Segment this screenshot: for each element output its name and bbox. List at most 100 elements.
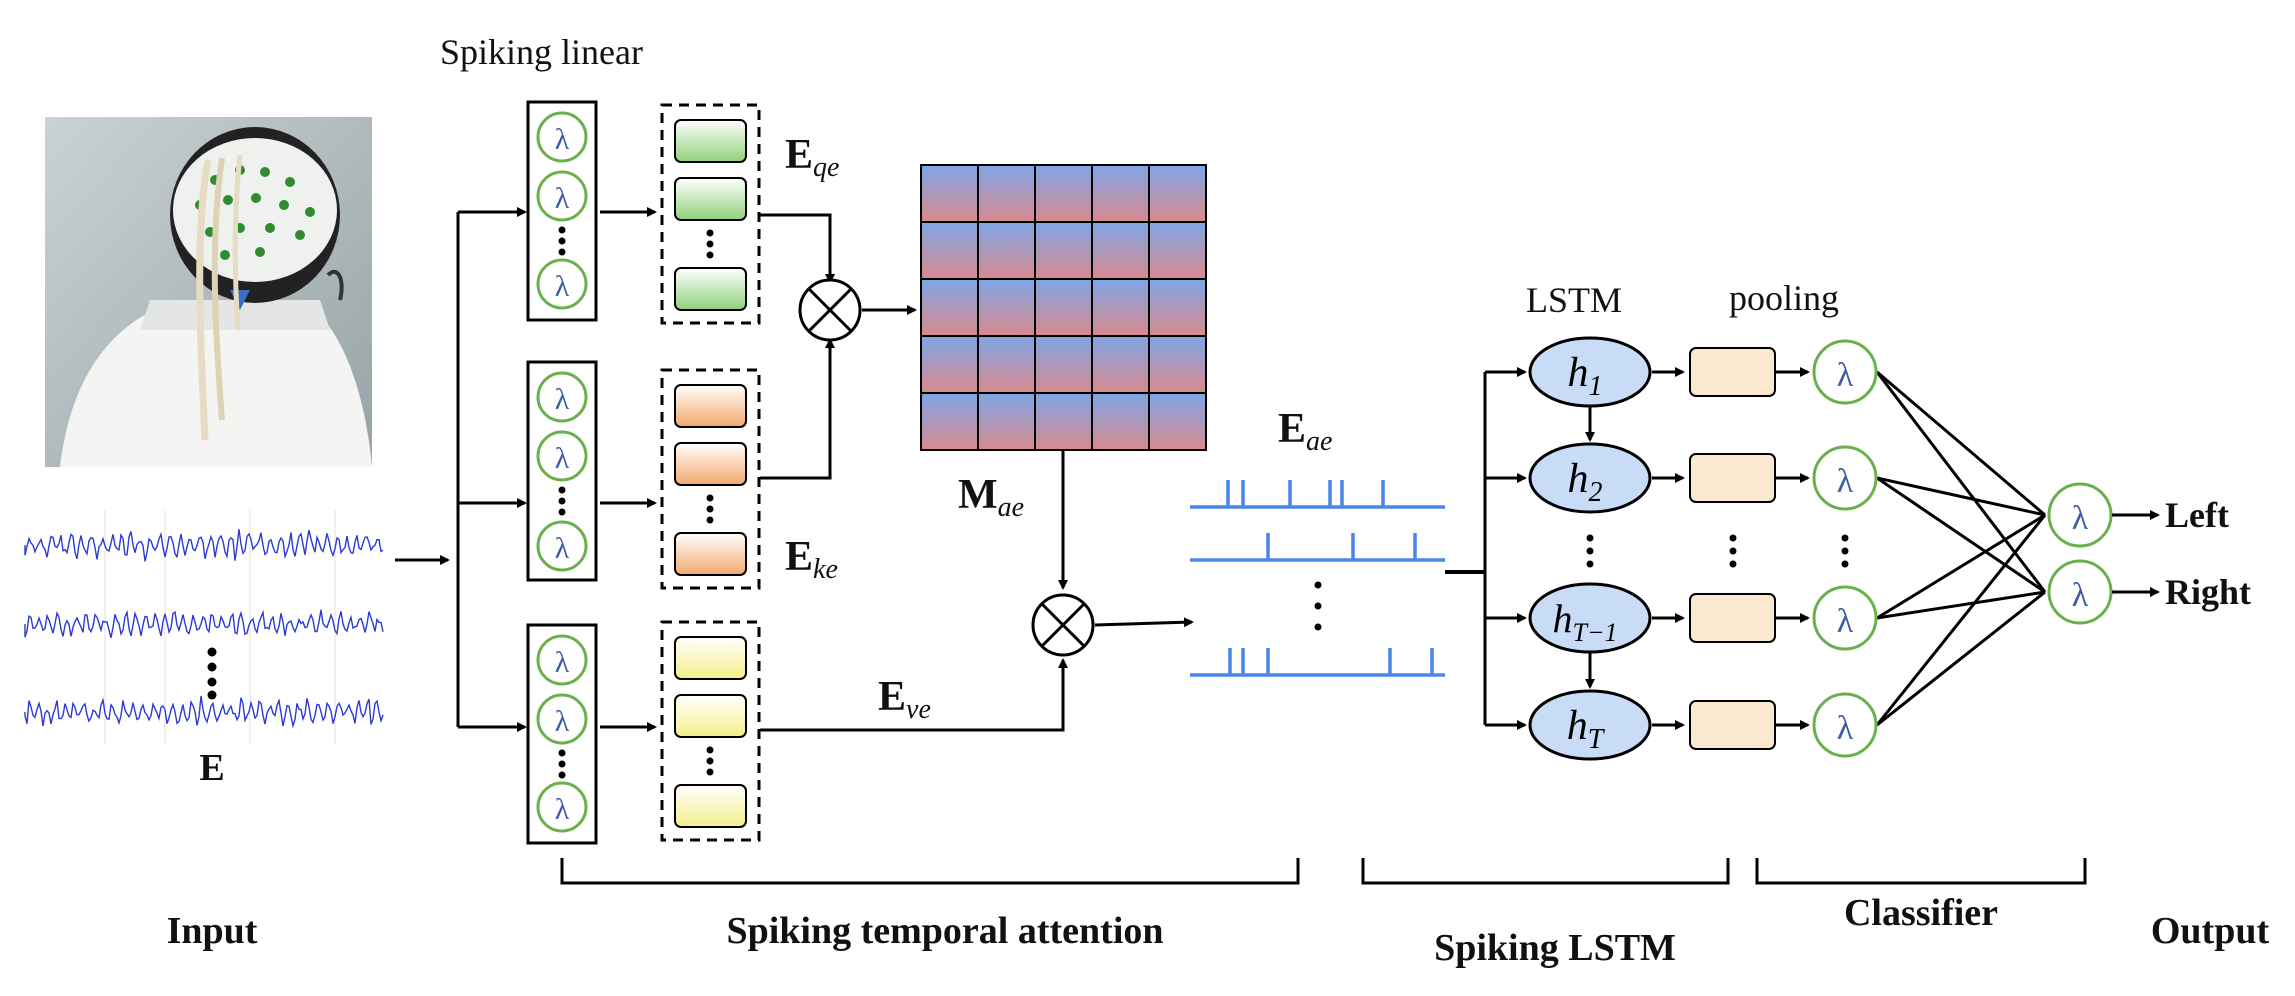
section-classifier: Classifier: [1844, 892, 1998, 934]
matrix-cell: [1034, 278, 1093, 337]
section-attention: Spiking temporal attention: [726, 910, 1163, 952]
key-to-multiply: [760, 338, 835, 480]
section-lstm: Spiking LSTM: [1434, 927, 1676, 969]
neuron-icon: λ: [536, 634, 588, 686]
matrix-cell: [1148, 392, 1207, 451]
bracket-lstm: [1361, 858, 1730, 885]
neuron-icon: λ: [536, 170, 588, 222]
section-brackets: [560, 858, 2087, 885]
svg-text:λ: λ: [555, 646, 570, 679]
matrix-cell: [1034, 335, 1093, 394]
eeg-traces: [24, 510, 384, 745]
bracket-attention: [560, 858, 1300, 885]
lstm-ellipsis: [1586, 534, 1594, 568]
output-right-label: Right: [2165, 572, 2251, 612]
matrix-cell: [1148, 221, 1207, 280]
neuron-column-key: λ λ λ: [526, 360, 598, 582]
output-neuron-right: λ: [2047, 559, 2113, 625]
matrix-cell: [1034, 164, 1093, 223]
spike-trains: [1190, 480, 1445, 677]
svg-text:λ: λ: [1837, 710, 1854, 747]
classifier-connections: [1875, 370, 2047, 727]
matrix-cell: [1148, 335, 1207, 394]
value-to-multiply: [760, 658, 1068, 732]
svg-text:λ: λ: [555, 270, 570, 303]
spike-train-2: [1190, 533, 1445, 562]
neuron-icon: λ: [536, 693, 588, 745]
matrix-cell: [1148, 278, 1207, 337]
neuron-icon: λ: [1812, 585, 1878, 651]
eeg-trace-3: [24, 695, 384, 729]
neuron-icon: λ: [536, 371, 588, 423]
svg-text:λ: λ: [2072, 500, 2089, 537]
matrix-cell: [977, 164, 1036, 223]
svg-text:λ: λ: [555, 383, 570, 416]
neuron-icon: λ: [536, 781, 588, 833]
matrix-cell: [1091, 278, 1150, 337]
matrix-cell: [920, 335, 979, 394]
pool-block: [1689, 593, 1776, 643]
classifier-ellipsis: [1841, 534, 1849, 568]
spike-ellipsis: [1314, 581, 1322, 631]
svg-text:λ: λ: [1837, 357, 1854, 394]
bracket-classifier: [1755, 858, 2087, 885]
pooling-blocks: [1689, 347, 1776, 750]
spike-train-3: [1190, 648, 1445, 677]
matrix-cell: [1091, 164, 1150, 223]
svg-text:hT: hT: [1567, 703, 1606, 755]
arrow-to-spikes: [1094, 617, 1194, 628]
matrix-cell: [977, 278, 1036, 337]
spiking-linear-label: Spiking linear: [440, 32, 643, 72]
eeg-cap-photo: [45, 117, 372, 467]
pool-ellipsis: [1729, 534, 1737, 568]
neuron-icon: λ: [1812, 339, 1878, 405]
matrix-cell: [977, 335, 1036, 394]
matrix-cell: [1034, 392, 1093, 451]
matrix-cell: [920, 392, 979, 451]
query-embedding: [660, 103, 761, 325]
ev-label: Eve: [878, 674, 931, 725]
neuron-icon: λ: [536, 111, 588, 163]
neuron-icon: λ: [1812, 692, 1878, 758]
pool-block: [1689, 347, 1776, 397]
svg-text:λ: λ: [1837, 463, 1854, 500]
svg-text:λ: λ: [555, 705, 570, 738]
input-matrix-label: E: [199, 747, 224, 789]
pool-block: [1689, 700, 1776, 750]
matrix-cell: [920, 164, 979, 223]
svg-text:hT−1: hT−1: [1552, 596, 1617, 647]
ek-label: Eke: [785, 534, 838, 585]
matrix-cell: [1034, 221, 1093, 280]
neuron-icon: λ: [536, 430, 588, 482]
lstm-label: LSTM: [1526, 280, 1622, 320]
pooling-label: pooling: [1729, 278, 1839, 318]
section-output: Output: [2151, 910, 2270, 952]
svg-text:λ: λ: [555, 793, 570, 826]
mae-label: Mae: [958, 472, 1024, 523]
multiply-icon: [798, 278, 862, 342]
lstm-node-h2: h2: [1528, 442, 1652, 514]
lstm-node-htm1: hT−1: [1528, 582, 1652, 654]
svg-text:λ: λ: [555, 182, 570, 215]
lstm-node-ht: hT: [1528, 689, 1652, 761]
neuron-column-query: λ λ λ: [526, 100, 598, 322]
matrix-cell: [920, 221, 979, 280]
matrix-cell: [1091, 221, 1150, 280]
eae-label: Eae: [1278, 406, 1332, 457]
svg-text:h2: h2: [1568, 456, 1603, 508]
multiply-icon: [1031, 593, 1095, 657]
svg-text:λ: λ: [555, 442, 570, 475]
key-embedding: [660, 368, 761, 590]
neuron-icon: λ: [1812, 445, 1878, 511]
spike-train-1: [1190, 480, 1445, 509]
matrix-cell: [920, 278, 979, 337]
pool-block: [1689, 453, 1776, 503]
query-to-multiply: [760, 213, 835, 284]
svg-text:λ: λ: [1837, 603, 1854, 640]
neuron-icon: λ: [536, 258, 588, 310]
attention-matrix: [920, 164, 1207, 451]
svg-text:λ: λ: [2072, 577, 2089, 614]
svg-text:h1: h1: [1568, 350, 1603, 402]
eq-label: Eqe: [785, 132, 839, 183]
